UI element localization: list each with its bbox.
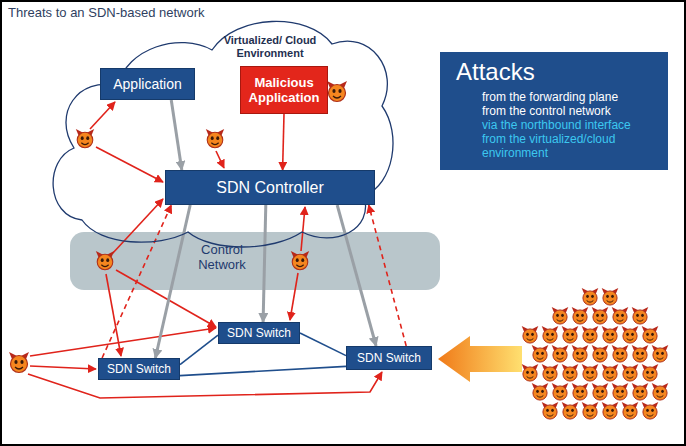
attack-arrows [28, 102, 382, 398]
attacker-icon [642, 364, 659, 381]
attacker-icon [632, 345, 649, 362]
attacker-icon [542, 364, 559, 381]
attacks-panel: Attacksfrom the forwarding planefrom the… [440, 52, 668, 170]
switch-box: SDN Switch [218, 322, 300, 344]
attacker-icon [632, 383, 649, 400]
switch-box: SDN Switch [346, 346, 432, 370]
attacker-icon [652, 345, 669, 362]
connector [180, 335, 218, 364]
connector [300, 333, 346, 356]
attack-item: from the forwarding plane [482, 90, 660, 104]
attack-item: from the control network [482, 104, 660, 118]
attacker-icon [622, 402, 639, 419]
attack-item: from the virtualized/cloud environment [482, 132, 660, 160]
attacker-icon [612, 383, 629, 400]
connector [369, 205, 407, 346]
connector [155, 205, 190, 358]
attacker-icon [552, 345, 569, 362]
attacker-icon [532, 383, 549, 400]
attacker-icon [572, 345, 589, 362]
attacker-icon [582, 364, 599, 381]
attacker-icon [612, 307, 629, 324]
attacker-icon [572, 383, 589, 400]
attacker-icon [522, 326, 539, 343]
malicious-box: Malicious Application [240, 66, 328, 114]
attacker-icon [562, 402, 579, 419]
attacker-icon [592, 345, 609, 362]
attacker-icon [642, 402, 659, 419]
diagram-title: Threats to an SDN-based network [8, 5, 205, 20]
attacker-icon [572, 307, 589, 324]
connector [171, 100, 182, 170]
attack-item: via the northbound interface [482, 118, 660, 132]
attacker-icon [602, 288, 619, 305]
controller-box: SDN Controller [165, 170, 375, 205]
attacker-icon [632, 307, 649, 324]
box-label: SDN Switch [357, 351, 421, 365]
box-label: Application [113, 76, 182, 92]
panel-heading: Attacks [456, 58, 660, 86]
attacker-icon [552, 383, 569, 400]
attacker-icon [562, 326, 579, 343]
connector [263, 205, 266, 322]
attacker-icon [602, 364, 619, 381]
attacker-icon [602, 326, 619, 343]
attacker-icon [582, 288, 599, 305]
cloud-outline-path [53, 21, 393, 247]
band-label: Control Network [192, 242, 252, 272]
connector [102, 205, 171, 358]
attacker-horde [522, 288, 669, 419]
box-label: SDN Switch [107, 362, 171, 376]
cloud-region: Virtualized/ Cloud EnvironmentApplicatio… [40, 14, 395, 250]
attacker-icon [542, 402, 559, 419]
attacker-icon [522, 364, 539, 381]
cloud-outline [40, 14, 395, 250]
attacker-icon [542, 326, 559, 343]
attacker-icon [592, 383, 609, 400]
attacker-icon [642, 326, 659, 343]
attacker-icon [562, 364, 579, 381]
attacker-icon [652, 383, 669, 400]
box-label: Malicious Application [245, 75, 323, 105]
connector [283, 114, 284, 170]
attacker-icon [622, 364, 639, 381]
attacker-icons [9, 81, 347, 373]
attacker-icon [582, 402, 599, 419]
cloud-label: Virtualized/ Cloud Environment [215, 34, 325, 60]
attacker-icon [592, 307, 609, 324]
flood-arrow [438, 336, 522, 382]
attacker-icon [582, 326, 599, 343]
connector [180, 366, 346, 375]
attacker-icon [532, 345, 549, 362]
attacker-icon [552, 307, 569, 324]
attacker-icon [622, 326, 639, 343]
box-label: SDN Controller [216, 179, 324, 197]
network-band: Control Network [70, 232, 440, 290]
process-box: Application [100, 68, 195, 100]
box-label: SDN Switch [227, 326, 291, 340]
attacker-icon [612, 345, 629, 362]
switch-box: SDN Switch [98, 358, 180, 380]
attacker-icon [602, 402, 619, 419]
connector [337, 205, 376, 346]
